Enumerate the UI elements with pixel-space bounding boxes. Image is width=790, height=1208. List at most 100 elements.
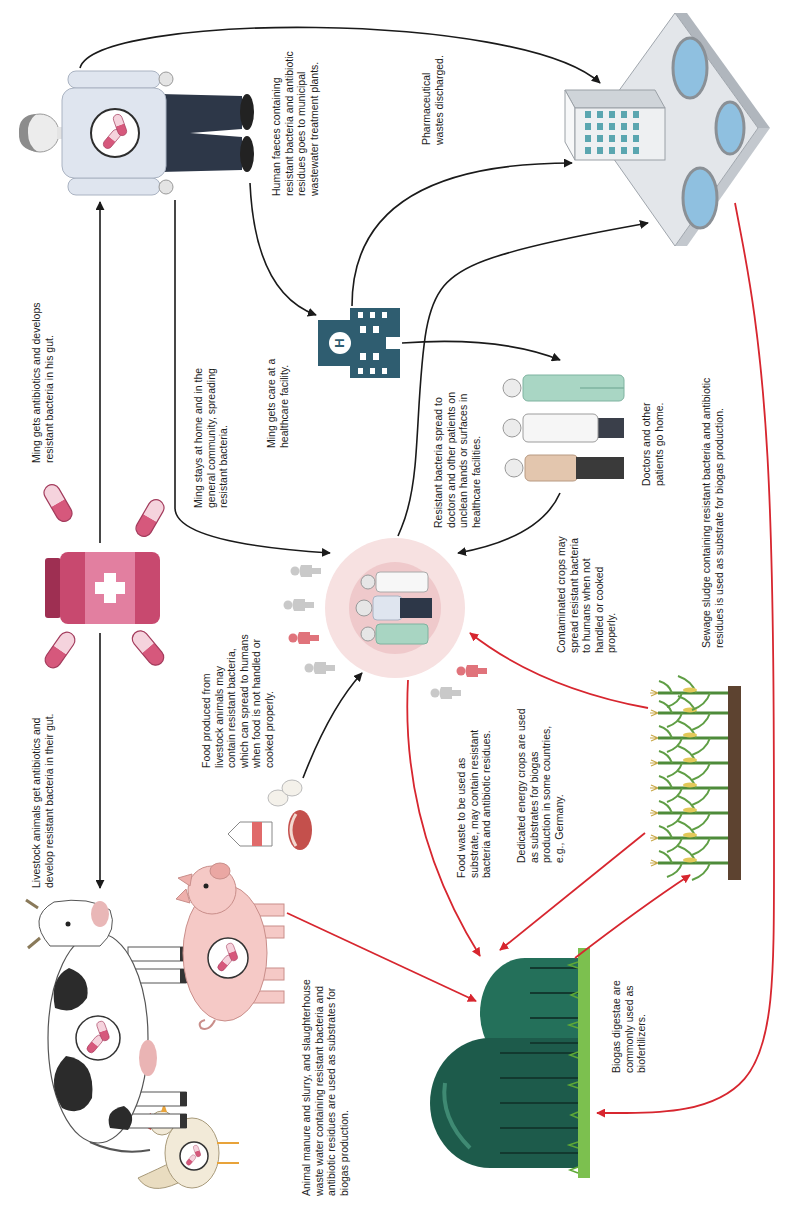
community-people — [284, 565, 488, 699]
ming-figure — [240, 136, 254, 172]
chicken-figure — [180, 1142, 208, 1170]
ming-figure — [62, 88, 166, 178]
ming-figure — [160, 94, 242, 172]
corn-crops — [650, 846, 730, 880]
wastewater-treatment-plant — [683, 168, 717, 228]
flow-arrow — [352, 163, 572, 306]
hospital-icon — [382, 368, 387, 374]
pig-figure — [226, 942, 239, 961]
flow-arrow — [175, 200, 330, 553]
annotation-text: Biogas digestae are commonly used as bio… — [610, 953, 648, 1073]
annotation-text: Contaminated crops may spread resistant … — [555, 533, 618, 653]
annotation-text: Sewage sludge containing resistant bacte… — [700, 348, 725, 648]
cow-figure — [39, 900, 113, 946]
hospital-icon — [358, 368, 363, 374]
flow-arrow — [398, 223, 648, 536]
cow-figure — [91, 901, 109, 927]
flow-arrow — [99, 633, 101, 888]
flow-arrows — [80, 27, 774, 1113]
doctors-patients-figures — [505, 459, 523, 477]
ming-figure — [19, 114, 38, 152]
corn-crops — [650, 746, 730, 780]
annotation-text: Ming stays at home and in the general co… — [192, 343, 230, 508]
pig-figure — [176, 874, 192, 903]
ming-figure — [68, 178, 160, 195]
pig-figure — [210, 863, 230, 879]
community-circle — [356, 600, 372, 616]
doctors-patients-figures — [580, 387, 624, 389]
wastewater-treatment-plant — [565, 90, 575, 160]
community-circle — [376, 624, 428, 644]
doctors-patients-figures — [525, 455, 578, 481]
hospital-icon — [386, 337, 400, 349]
hospital-icon — [329, 332, 351, 354]
annotation-text: Doctors and other patients go home. — [640, 366, 665, 486]
corn-crops — [650, 721, 730, 755]
ming-figure — [68, 71, 160, 88]
cow-figure — [128, 1114, 186, 1128]
corn-crops — [650, 676, 741, 880]
flow-arrow — [402, 341, 560, 360]
community-circle — [325, 538, 465, 678]
medicine-bottle — [42, 629, 78, 671]
hospital-icon — [360, 353, 366, 360]
community-circle — [400, 598, 432, 618]
corn-crops — [650, 796, 730, 830]
cow-figure — [26, 900, 40, 948]
food-icons — [282, 780, 302, 796]
medicine-bottle — [41, 482, 167, 671]
ming-figure — [159, 180, 173, 194]
pig-figure — [200, 1020, 215, 1029]
doctors-patients-figures — [503, 419, 521, 437]
red-flow-arrow — [597, 203, 774, 1113]
annotation-text: Food waste to be used as substrate, may … — [455, 728, 493, 878]
hospital-icon — [318, 308, 400, 378]
corn-crops — [728, 686, 741, 880]
community-people — [284, 599, 315, 611]
flow-arrow — [99, 202, 101, 543]
community-circle — [376, 572, 428, 592]
hospital-sign-letter: H — [333, 332, 347, 354]
annotation-text: Human faeces containing resistant bacter… — [270, 46, 320, 196]
food-icons — [288, 810, 312, 850]
biogas-digesters — [444, 1083, 470, 1148]
pig-figure — [208, 938, 248, 978]
wastewater-treatment-plant — [585, 111, 645, 154]
medicine-bottle — [129, 628, 167, 669]
medicine-bottle — [45, 558, 61, 618]
community-people — [289, 632, 320, 644]
food-icons — [228, 780, 312, 850]
food-icons — [291, 814, 296, 846]
corn-crops — [650, 771, 730, 805]
chicken-figure — [193, 1145, 202, 1158]
wastewater-treatment-plant — [565, 13, 770, 246]
pig-figure — [204, 884, 209, 889]
hospital-icon — [358, 312, 363, 318]
community-circle — [361, 627, 375, 641]
doctors-patients-figures — [596, 418, 624, 438]
annotation-text: Resistant bacteria spread to doctors and… — [432, 368, 482, 528]
wastewater-treatment-plant — [673, 38, 707, 98]
food-icons — [228, 822, 272, 846]
cow-figure — [66, 922, 71, 927]
community-circle — [349, 562, 441, 654]
food-icons — [252, 822, 262, 846]
annotation-text: Dedicated energy crops are used as subst… — [515, 703, 565, 863]
wastewater-treatment-plant — [575, 108, 665, 160]
doctors-patients-figures — [503, 375, 624, 481]
cow-figure — [96, 1020, 110, 1042]
chicken-figure — [217, 1143, 239, 1163]
doctors-patients-figures — [576, 457, 624, 479]
red-flow-arrow — [575, 875, 690, 958]
wastewater-treatment-plant — [716, 102, 744, 154]
ming-figure — [240, 94, 254, 130]
doctors-patients-figures — [503, 379, 521, 397]
cow-figure — [180, 1114, 187, 1128]
community-people — [457, 665, 488, 677]
biogas-digesters — [430, 948, 590, 1178]
community-circle — [373, 596, 402, 620]
hospital-icon — [360, 326, 366, 333]
hospital-icon — [370, 312, 375, 318]
